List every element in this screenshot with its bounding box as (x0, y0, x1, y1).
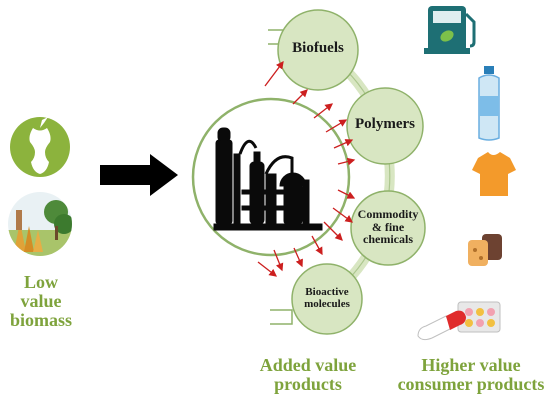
left-label-line: biomass (9, 309, 72, 330)
biofuels-text: Biofuels (292, 40, 344, 56)
red-arrows (257, 60, 356, 277)
bread-icon (468, 234, 502, 266)
low-value-biomass-label: Low value biomass (0, 273, 82, 330)
consumer-products-caption: Higher value consumer products (394, 356, 548, 394)
added-value-line: products (274, 373, 342, 394)
pills-icon (417, 301, 501, 341)
fuel-pump-icon (424, 6, 476, 54)
consumer-line: Higher value (421, 355, 521, 375)
apple-core-icon (10, 117, 70, 177)
left-label-line: value (20, 290, 62, 311)
label-polymers: Polymers (347, 116, 423, 133)
added-value-caption: Added value products (248, 356, 368, 394)
arc-tab-bottom (270, 309, 293, 325)
bioactive-line: molecules (304, 297, 350, 310)
product-circle-bioactive (291, 263, 363, 335)
label-chemicals: Commodity & fine chemicals (351, 208, 425, 246)
label-bioactive: Bioactive molecules (292, 286, 362, 310)
biorefinery-icon (213, 127, 323, 231)
bioactive-line: Bioactive (305, 286, 349, 298)
chemicals-line: Commodity (357, 207, 419, 221)
chemicals-line: & fine (371, 219, 405, 234)
consumer-line: consumer products (397, 373, 545, 394)
added-value-line: Added value (259, 355, 357, 375)
product-circle-chemicals (350, 190, 426, 266)
forest-landscape-icon (8, 192, 72, 256)
product-circle-biofuels (277, 9, 359, 91)
chemicals-line: chemicals (363, 232, 413, 247)
water-bottle-icon (478, 66, 500, 141)
label-biofuels: Biofuels (278, 40, 358, 57)
process-arrow (100, 154, 178, 196)
t-shirt-icon (472, 152, 516, 196)
polymers-text: Polymers (355, 116, 415, 132)
left-label-line: Low (23, 272, 58, 292)
